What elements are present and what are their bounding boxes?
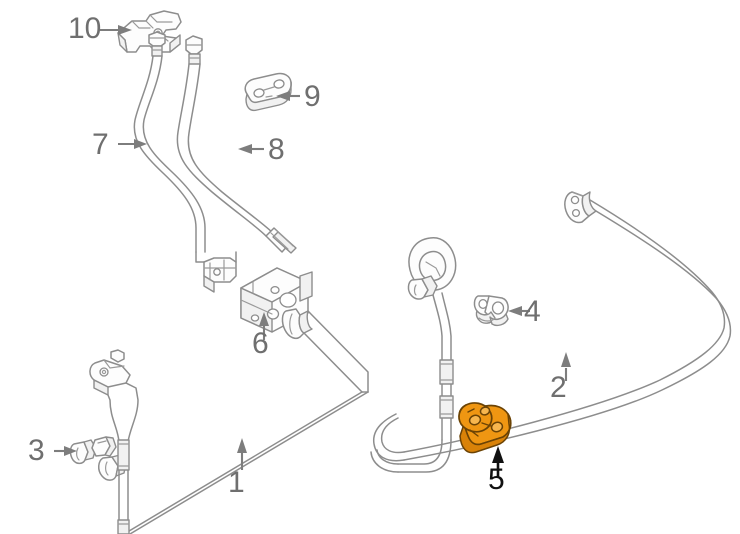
part-long-diagonal-pipe bbox=[123, 308, 369, 534]
part-right-curved-pipe bbox=[372, 191, 732, 462]
leader-6 bbox=[259, 312, 269, 340]
part-figure-eight-clamp bbox=[244, 72, 292, 112]
callout-label-3: 3 bbox=[28, 434, 45, 467]
leader-2 bbox=[561, 352, 571, 381]
leader-8 bbox=[238, 144, 264, 154]
callout-label-10: 10 bbox=[68, 12, 102, 45]
part-right-vertical-pipe bbox=[176, 35, 297, 254]
callout-label-4: 4 bbox=[524, 295, 541, 328]
leader-10 bbox=[100, 25, 132, 35]
left-lower-hose bbox=[89, 349, 139, 534]
callout-label-6: 6 bbox=[252, 327, 269, 360]
leader-3 bbox=[54, 446, 77, 456]
callout-label-9: 9 bbox=[304, 80, 321, 113]
callout-label-8: 8 bbox=[268, 133, 285, 166]
leader-7 bbox=[118, 139, 147, 149]
part-small-grommet-bushing bbox=[473, 295, 509, 327]
part-left-vertical-pipe bbox=[133, 31, 206, 253]
callout-label-2: 2 bbox=[550, 371, 567, 404]
leader-1 bbox=[237, 438, 247, 470]
small-bracket bbox=[195, 251, 237, 293]
callout-label-5: 5 bbox=[488, 463, 505, 496]
leader-9 bbox=[276, 91, 300, 101]
leader-4 bbox=[508, 306, 530, 316]
leader-5 bbox=[492, 446, 504, 478]
part-orange-clamp-block bbox=[458, 402, 512, 454]
callout-label-7: 7 bbox=[92, 128, 109, 161]
center-vertical-hose bbox=[370, 237, 457, 473]
callout-label-1: 1 bbox=[228, 466, 245, 499]
